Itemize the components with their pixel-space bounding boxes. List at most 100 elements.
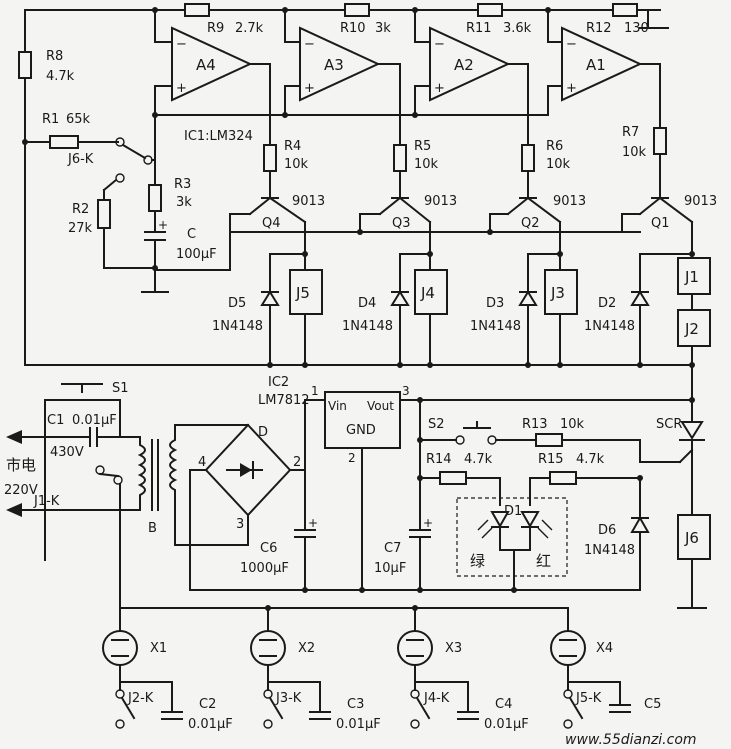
ic1-label: IC1:LM324 xyxy=(184,129,253,144)
d3-label: D3 xyxy=(486,296,504,311)
q4-label: Q4 xyxy=(262,216,281,231)
opamp-a4-minus: − xyxy=(176,37,187,52)
ic2-label: IC2 xyxy=(268,375,289,390)
d3-part: 1N4148 xyxy=(470,319,521,334)
opamp-a4-plus: + xyxy=(176,81,187,96)
c6-label: C6 xyxy=(260,541,277,556)
c5-label: C5 xyxy=(644,697,661,712)
opamp-a3-label: A3 xyxy=(324,56,344,74)
q4-type: 9013 xyxy=(292,194,325,209)
r13-value: 10k xyxy=(560,417,585,432)
r7-label: R7 xyxy=(622,125,639,140)
r1-label: R1 xyxy=(42,112,59,127)
r7-value: 10k xyxy=(622,145,647,160)
scr-label: SCR xyxy=(656,417,682,432)
led-green-label: 绿 xyxy=(470,552,485,570)
ic2-part: LM7812 xyxy=(258,393,310,408)
relay-j6: J6 xyxy=(684,529,699,547)
c3-label: C3 xyxy=(347,697,364,712)
opamp-a3-minus: − xyxy=(304,37,315,52)
j6k-label: J6-K xyxy=(67,152,94,167)
c6-plus: + xyxy=(308,516,318,530)
bridge-pin2: 2 xyxy=(293,455,301,470)
c-label: C xyxy=(187,227,196,242)
mains-voltage: 220V xyxy=(4,483,38,498)
scr xyxy=(680,421,704,440)
r15-value: 4.7k xyxy=(576,452,605,467)
d6-part: 1N4148 xyxy=(584,543,635,558)
q3-type: 9013 xyxy=(424,194,457,209)
opamp-a3-plus: + xyxy=(304,81,315,96)
opamp-a1-label: A1 xyxy=(586,56,606,74)
r2-label: R2 xyxy=(72,202,89,217)
led-label: D1 xyxy=(504,504,522,519)
relay-j4: J4 xyxy=(420,284,435,302)
j2k-label: J2-K xyxy=(127,691,154,706)
j3k-label: J3-K xyxy=(275,691,302,706)
power-supply: 市电 220V S1 C1 0.01µF 430V J1-K B xyxy=(4,375,711,609)
j4k-label: J4-K xyxy=(423,691,450,706)
opamp-a2-minus: − xyxy=(434,37,445,52)
r4-value: 10k xyxy=(284,157,309,172)
c4-label: C4 xyxy=(495,697,512,712)
opamp-a2 xyxy=(429,26,511,102)
opamp-a4 xyxy=(171,26,253,102)
transistor-stage: R4 10k R5 10k R6 10k R7 10k xyxy=(24,125,717,421)
c1-rating: 430V xyxy=(50,445,84,460)
ic2-vout: Vout xyxy=(367,399,394,413)
d4-part: 1N4148 xyxy=(342,319,393,334)
d4-label: D4 xyxy=(358,296,376,311)
r14-value: 4.7k xyxy=(464,452,493,467)
j1k-label: J1-K xyxy=(33,494,60,509)
c6-value: 1000µF xyxy=(240,561,289,576)
led-red-label: 红 xyxy=(536,552,551,570)
bridge-pin4: 4 xyxy=(198,455,206,470)
r12-value: 130 xyxy=(624,21,649,36)
transistor-q4 xyxy=(229,196,307,224)
r4-label: R4 xyxy=(284,139,301,154)
relay-j2: J2 xyxy=(684,320,699,338)
r8-label: R8 xyxy=(46,49,63,64)
r13-label: R13 xyxy=(522,417,548,432)
r2-value: 27k xyxy=(68,221,93,236)
d6-label: D6 xyxy=(598,523,616,538)
opamp-section: R9 2.7k R10 3k R11 3.6k R12 130 A4 A3 A2… xyxy=(24,3,669,146)
r8-value: 4.7k xyxy=(46,69,75,84)
r15-label: R15 xyxy=(538,452,564,467)
d5-part: 1N4148 xyxy=(212,319,263,334)
c3-value: 0.01µF xyxy=(336,717,381,732)
relay-j5: J5 xyxy=(295,284,310,302)
transistor-q2 xyxy=(489,196,562,224)
sensor-x4 xyxy=(550,630,586,666)
sensor-x2-label: X2 xyxy=(298,641,315,656)
opamp-a2-plus: + xyxy=(434,81,445,96)
mains-label: 市电 xyxy=(6,456,36,474)
c2-value: 0.01µF xyxy=(188,717,233,732)
d2-part: 1N4148 xyxy=(584,319,635,334)
bridge-label: D xyxy=(258,425,268,440)
transformer-label: B xyxy=(148,521,157,536)
ic2-pin3: 3 xyxy=(402,384,410,398)
r6-label: R6 xyxy=(546,139,563,154)
contact-j2k xyxy=(115,681,183,729)
ic2-vin: Vin xyxy=(328,399,347,413)
c1-value: 0.01µF xyxy=(72,413,117,428)
sensor-x3 xyxy=(397,630,433,666)
c1-label: C1 xyxy=(47,413,64,428)
opamp-a2-label: A2 xyxy=(454,56,474,74)
q3-label: Q3 xyxy=(392,216,411,231)
r12-label: R12 xyxy=(586,21,612,36)
q2-type: 9013 xyxy=(553,194,586,209)
sensor-row: X1 X2 X3 X4 J2-K C2 0 xyxy=(44,436,661,732)
contact-j3k xyxy=(263,681,331,729)
ic2-pin2: 2 xyxy=(348,451,356,465)
c-value: 100µF xyxy=(176,247,217,262)
ic2-gnd: GND xyxy=(346,423,376,438)
opamp-a1-plus: + xyxy=(566,81,577,96)
r10-label: R10 xyxy=(340,21,366,36)
r9-label: R9 xyxy=(207,21,224,36)
c2-label: C2 xyxy=(199,697,216,712)
ic2-pin1: 1 xyxy=(311,384,319,398)
r14-label: R14 xyxy=(426,452,452,467)
sensor-x1-label: X1 xyxy=(150,641,167,656)
